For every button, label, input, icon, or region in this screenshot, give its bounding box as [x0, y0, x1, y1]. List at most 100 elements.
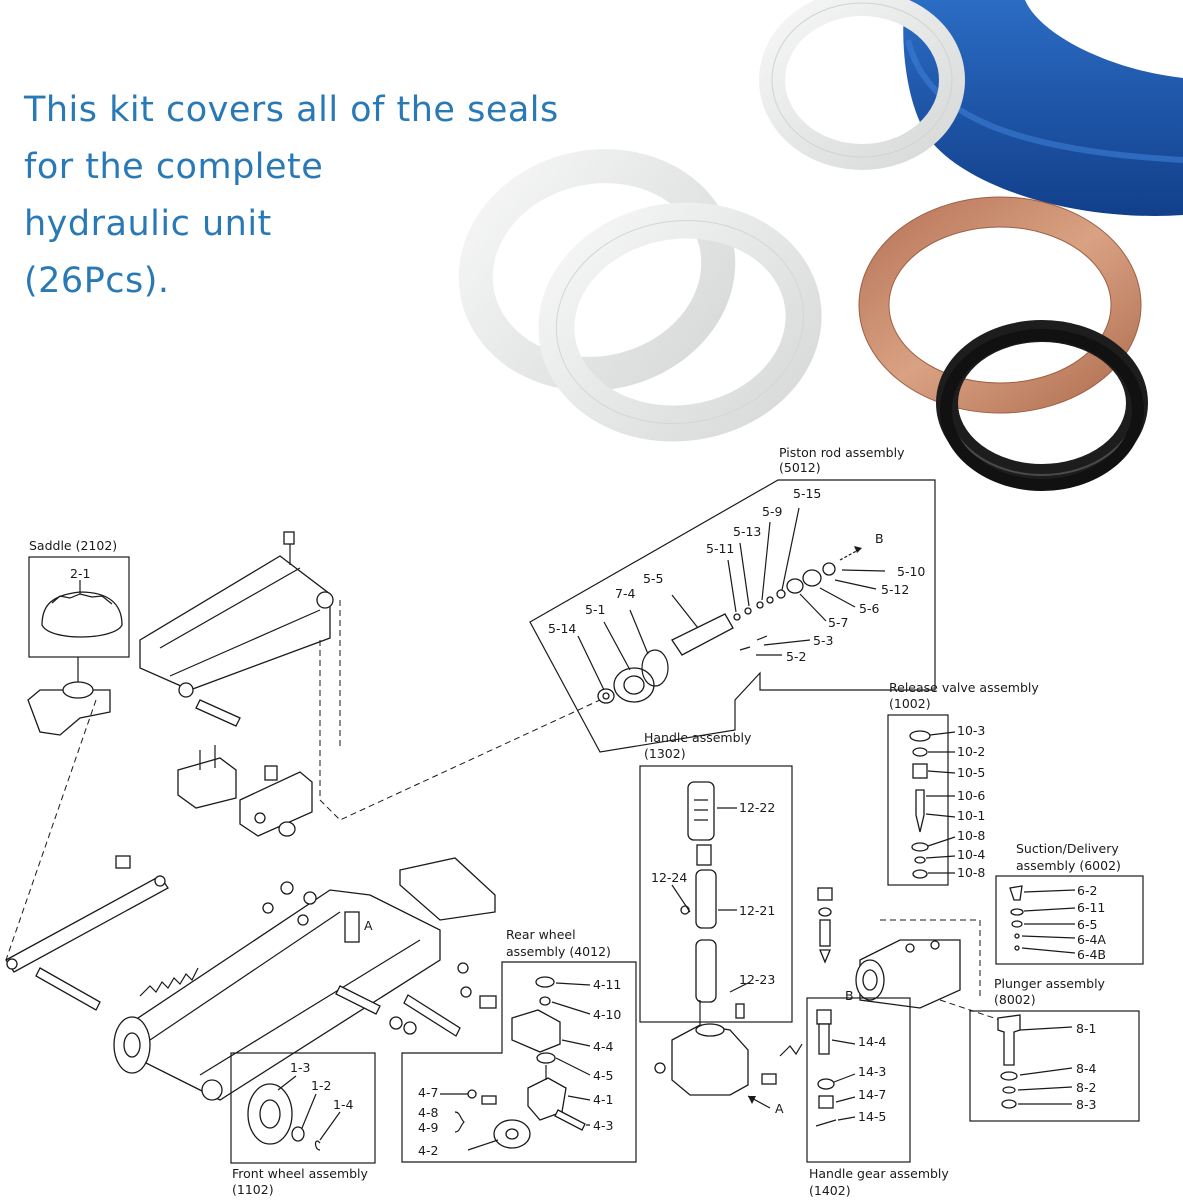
part-label: 4-7	[418, 1085, 438, 1100]
part-label: 1-3	[290, 1060, 310, 1075]
saddle-assembly	[28, 556, 130, 658]
suction-delivery-assembly	[995, 875, 1144, 965]
part-label: 5-9	[762, 504, 782, 519]
front-wheel-code: (1102)	[232, 1182, 274, 1197]
part-label: 7-4	[615, 586, 635, 601]
part-label: 14-7	[858, 1087, 886, 1102]
part-label: 1-2	[311, 1078, 331, 1093]
handle-gear-assembly	[806, 997, 911, 1163]
part-label: 5-6	[859, 601, 879, 616]
part-label: 4-2	[418, 1143, 438, 1158]
white-ring-right	[538, 202, 822, 442]
part-label: 6-5	[1077, 917, 1097, 932]
part-label: 5-1	[585, 602, 605, 617]
plunger-code: (8002)	[994, 992, 1036, 1007]
marker-b: B	[845, 988, 854, 1003]
part-label: 1-4	[333, 1097, 353, 1112]
part-label: 5-13	[733, 524, 761, 539]
blue-cup-seal	[903, 0, 1183, 216]
part-label: 12-22	[739, 800, 775, 815]
front-wheel-title: Front wheel assembly	[232, 1166, 369, 1181]
headline: This kit covers all of the seals for the…	[24, 82, 664, 310]
part-label: 5-11	[706, 541, 734, 556]
front-wheel-assembly	[230, 1052, 376, 1164]
release-valve-assembly	[887, 714, 956, 886]
part-label: 12-23	[739, 972, 775, 987]
piston-rod-assembly	[529, 479, 936, 753]
headline-line-1: This kit covers all of the seals	[24, 90, 559, 130]
part-label: 12-24	[651, 870, 687, 885]
part-label: 4-9	[418, 1120, 438, 1135]
copper-washer	[858, 196, 1142, 414]
diagram-labels: Piston rod assembly (5012) 5-15 5-9 5-13…	[29, 445, 1121, 1198]
part-label: 12-21	[739, 903, 775, 918]
white-ring-top	[759, 0, 965, 170]
part-label: 4-8	[418, 1105, 438, 1120]
part-label: 4-4	[593, 1039, 613, 1054]
part-label: 10-2	[957, 744, 985, 759]
part-label: 4-3	[593, 1118, 613, 1133]
part-label: 14-4	[858, 1034, 886, 1049]
part-label: 5-2	[786, 649, 806, 664]
part-label: 8-3	[1076, 1097, 1096, 1112]
pump-body	[654, 887, 1001, 1109]
part-label: 10-6	[957, 788, 985, 803]
part-label: 5-10	[897, 564, 925, 579]
part-label: 4-5	[593, 1068, 613, 1083]
handle-title: Handle assembly	[644, 730, 752, 745]
part-label: 5-3	[813, 633, 833, 648]
piston-rod-title: Piston rod assembly	[779, 445, 905, 460]
part-label: 4-1	[593, 1092, 613, 1107]
marker-b: B	[875, 531, 884, 546]
rear-wheel-title: Rear wheel	[506, 927, 576, 942]
release-valve-title: Release valve assembly	[889, 680, 1039, 695]
marker-a: A	[775, 1101, 784, 1116]
part-label: 6-4A	[1077, 932, 1106, 947]
suction-title: Suction/Delivery	[1016, 841, 1119, 856]
part-label: 2-1	[70, 566, 90, 581]
plunger-assembly	[969, 1010, 1140, 1122]
rear-wheel-code: assembly (4012)	[506, 944, 611, 959]
saddle-title: Saddle (2102)	[29, 538, 117, 553]
suction-code: assembly (6002)	[1016, 858, 1121, 873]
part-label: 6-2	[1077, 883, 1097, 898]
handle-gear-code: (1402)	[809, 1183, 851, 1198]
part-label: 6-11	[1077, 900, 1105, 915]
part-label: 10-5	[957, 765, 985, 780]
headline-line-2: for the complete	[24, 147, 324, 187]
jack-body	[5, 531, 601, 1101]
handle-code: (1302)	[644, 746, 686, 761]
part-label: 6-4B	[1077, 947, 1106, 962]
white-ring-left	[458, 149, 736, 391]
part-label: 5-12	[881, 582, 909, 597]
part-label: 10-1	[957, 808, 985, 823]
part-label: 5-15	[793, 486, 821, 501]
headline-line-3: hydraulic unit	[24, 204, 272, 244]
headline-line-4: (26Pcs).	[24, 261, 170, 301]
marker-a: A	[364, 918, 373, 933]
part-label: 10-4	[957, 847, 985, 862]
part-label: 5-14	[548, 621, 576, 636]
part-label: 14-5	[858, 1109, 886, 1124]
handle-gear-title: Handle gear assembly	[809, 1166, 949, 1181]
part-label: 8-4	[1076, 1061, 1096, 1076]
part-label: 10-3	[957, 723, 985, 738]
part-label: 4-10	[593, 1007, 621, 1022]
black-quad-ring	[936, 320, 1148, 491]
jack-diagram	[5, 479, 1144, 1164]
part-label: 4-11	[593, 977, 621, 992]
part-label: 5-7	[828, 615, 848, 630]
rear-wheel-assembly	[401, 961, 637, 1163]
plunger-title: Plunger assembly	[994, 976, 1106, 991]
piston-rod-code: (5012)	[779, 460, 821, 475]
part-label: 5-5	[643, 571, 663, 586]
handle-assembly	[639, 765, 793, 1030]
seal-photos	[458, 0, 1183, 491]
part-label: 8-2	[1076, 1080, 1096, 1095]
part-label: 10-8	[957, 865, 985, 880]
release-valve-code: (1002)	[889, 696, 931, 711]
part-label: 10-8	[957, 828, 985, 843]
part-label: 8-1	[1076, 1021, 1096, 1036]
